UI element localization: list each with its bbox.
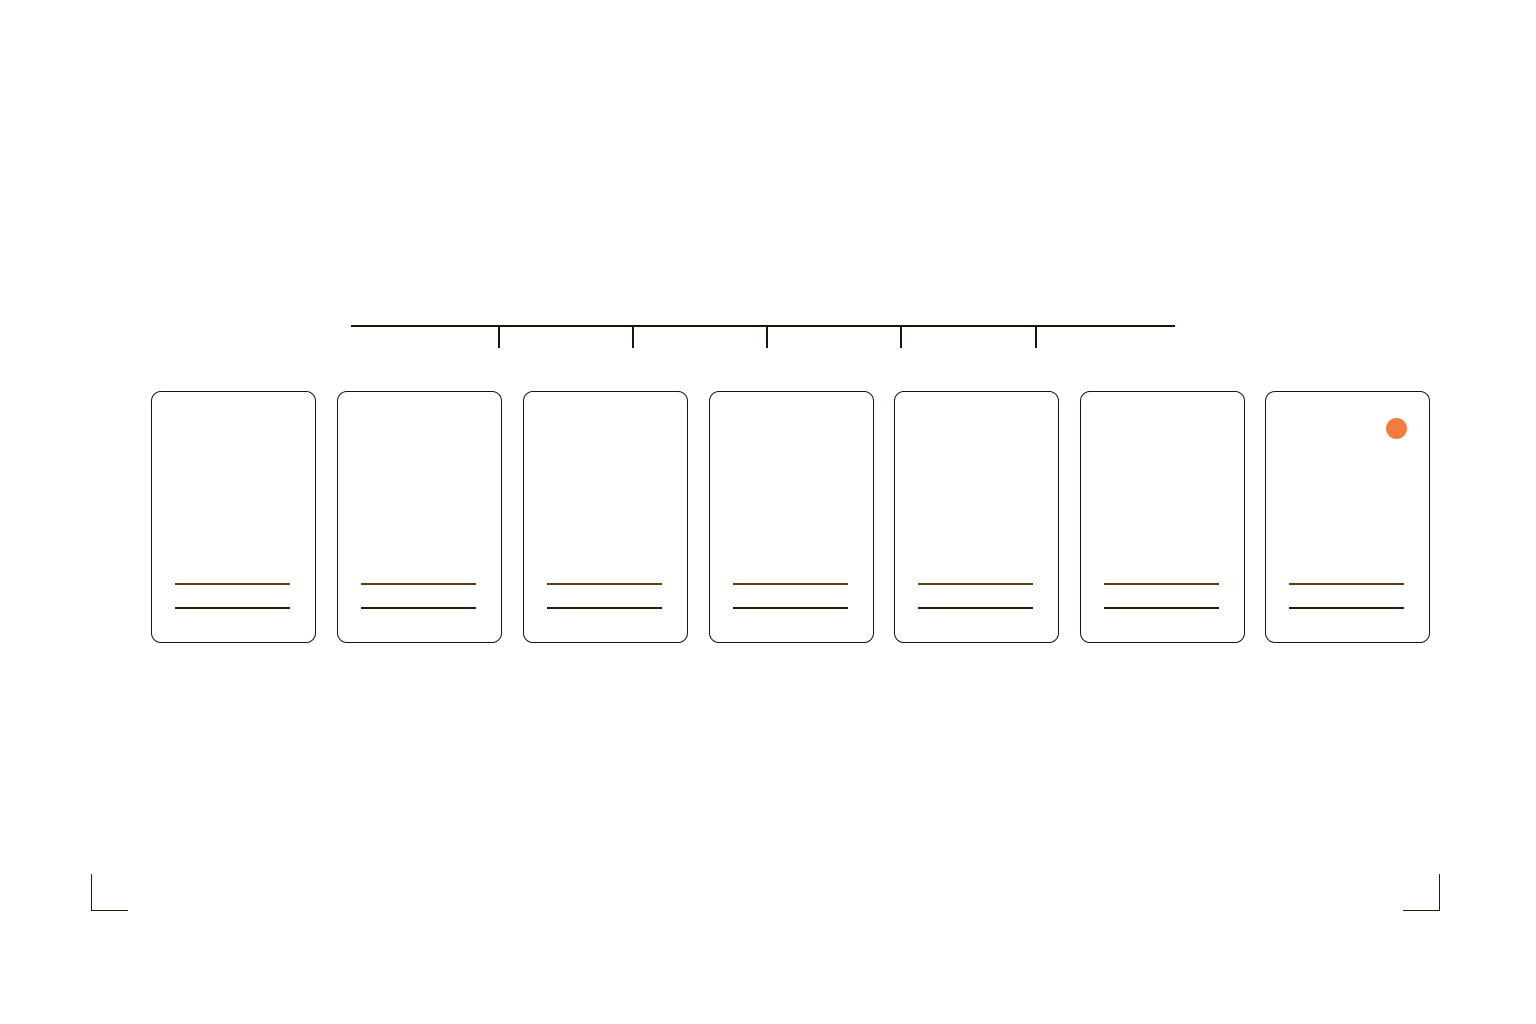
timeline-tick: [632, 326, 634, 348]
card-text-placeholder-line: [918, 607, 1033, 609]
card[interactable]: [523, 391, 688, 643]
card[interactable]: [1265, 391, 1430, 643]
card-text-placeholder-line: [175, 583, 290, 585]
timeline-tick: [1035, 326, 1037, 348]
card[interactable]: [709, 391, 874, 643]
timeline-tick: [766, 326, 768, 348]
card-text-placeholder-line: [918, 583, 1033, 585]
card-text-placeholder-line: [175, 607, 290, 609]
card-text-placeholder-line: [733, 583, 848, 585]
card-text-placeholder-line: [547, 583, 662, 585]
card-text-placeholder-line: [1104, 607, 1219, 609]
card-text-placeholder-line: [361, 583, 476, 585]
card-text-placeholder-line: [1289, 583, 1404, 585]
timeline-tick: [498, 326, 500, 348]
card-text-placeholder-line: [361, 607, 476, 609]
card[interactable]: [337, 391, 502, 643]
card[interactable]: [1080, 391, 1245, 643]
card-text-placeholder-line: [1104, 583, 1219, 585]
card-text-placeholder-line: [547, 607, 662, 609]
corner-mark-bottom-left: [91, 874, 128, 911]
card-text-placeholder-line: [733, 607, 848, 609]
card[interactable]: [151, 391, 316, 643]
timeline-bar: [351, 325, 1175, 327]
corner-mark-bottom-right: [1403, 874, 1440, 911]
card[interactable]: [894, 391, 1059, 643]
card-text-placeholder-line: [1289, 607, 1404, 609]
status-dot-icon: [1386, 418, 1407, 439]
timeline-tick: [900, 326, 902, 348]
